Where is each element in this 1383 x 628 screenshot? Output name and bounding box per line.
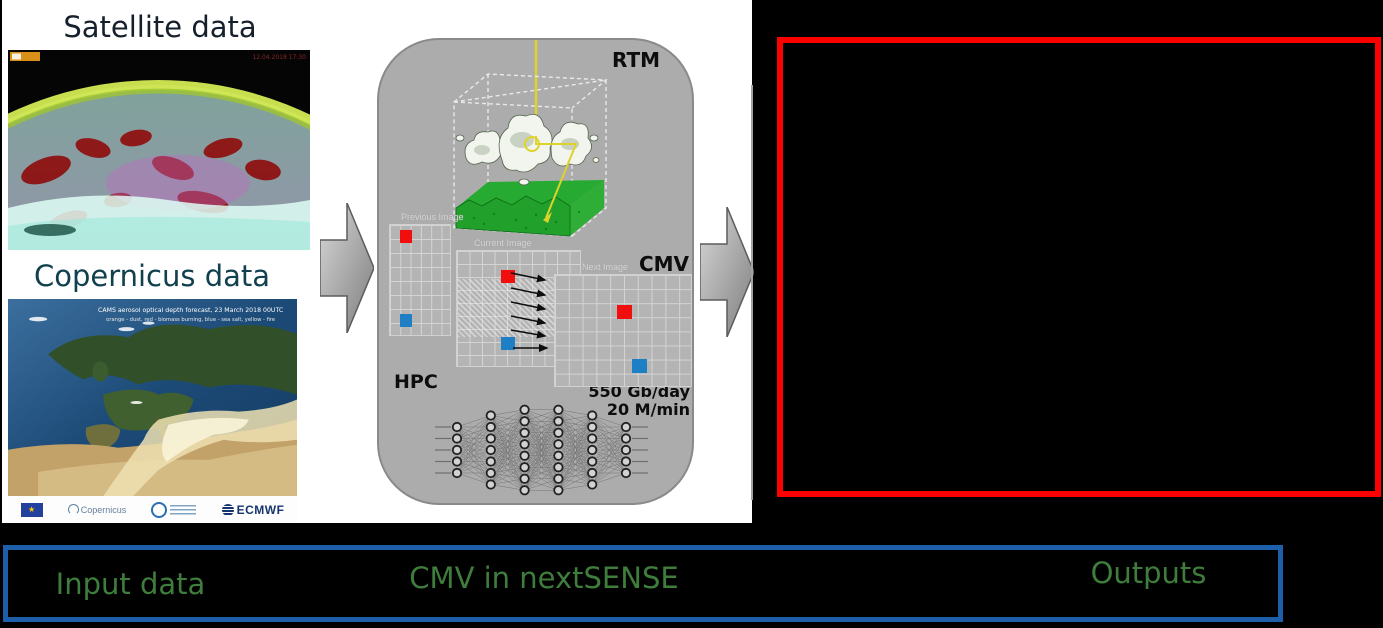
eumetsat-watermark-icon <box>10 52 40 61</box>
previous-grid-blue-cell <box>400 314 412 327</box>
copernicus-logo: Copernicus <box>67 504 127 515</box>
next-image-label: Next Image <box>582 262 629 272</box>
cams-logo-icon <box>151 501 197 518</box>
cams-forecast-map: CAMS aerosol optical depth forecast, 23 … <box>8 299 297 496</box>
previous-grid-red-cell <box>400 230 412 243</box>
current-grid-blue-cell <box>501 337 515 350</box>
legend-bar <box>3 545 1283 622</box>
copernicus-map-image: CAMS aerosol optical depth forecast, 23 … <box>8 299 297 496</box>
previous-image-label: Previous Image <box>401 212 464 222</box>
outputs-box <box>777 37 1381 497</box>
copernicus-logo-strip: ★ Copernicus ECMWF <box>8 496 297 523</box>
panel-edge-divider <box>751 85 753 500</box>
satellite-timestamp: 12.04.2018 17:30 <box>252 54 306 61</box>
ecmwf-logo-text: ECMWF <box>236 502 285 517</box>
satellite-earth-render: 12.04.2018 17:30 <box>8 50 310 250</box>
satellite-data-heading: Satellite data <box>63 10 257 44</box>
hpc-label: HPC <box>394 371 438 393</box>
copernicus-data-heading: Copernicus data <box>33 259 271 293</box>
copernicus-logo-text: Copernicus <box>80 504 127 515</box>
left-content-panel: Satellite data <box>2 0 754 523</box>
legend-input-data: Input data <box>55 567 206 601</box>
ecmwf-logo: ECMWF <box>221 502 285 517</box>
map-caption-line2: orange - dust, red - biomass burning, bl… <box>106 317 275 323</box>
neural-network-diagram <box>435 404 648 496</box>
throughput-stats: 550 Gb/day 20 M/min <box>588 383 690 419</box>
satellite-image: 12.04.2018 17:30 <box>8 50 310 250</box>
process-panel: RTM Previous Image Current Image <box>377 38 694 505</box>
motion-vector-arrows <box>510 272 549 352</box>
eu-flag-icon: ★ <box>20 502 43 517</box>
flow-arrow-input-to-process <box>320 203 374 333</box>
previous-image-grid <box>389 224 451 336</box>
throughput-line2: 20 M/min <box>606 400 690 419</box>
terrain-surface <box>455 195 571 237</box>
cmv-label: CMV <box>638 252 689 276</box>
current-image-label: Current Image <box>474 238 532 248</box>
next-image-grid <box>554 274 692 387</box>
throughput-line1: 550 Gb/day <box>588 382 690 401</box>
next-grid-red-cell <box>617 305 632 319</box>
next-grid-blue-cell <box>632 359 647 373</box>
copernicus-swirl-icon <box>67 504 79 515</box>
ecmwf-globe-icon <box>221 503 234 516</box>
map-caption-line1: CAMS aerosol optical depth forecast, 23 … <box>98 307 283 314</box>
flow-arrow-process-to-output <box>700 207 754 337</box>
legend-cmv-in-nextsense: CMV in nextSENSE <box>409 561 679 595</box>
rtm-cloud-render <box>453 40 608 237</box>
rtm-label: RTM <box>611 48 660 72</box>
legend-outputs: Outputs <box>1090 556 1207 590</box>
